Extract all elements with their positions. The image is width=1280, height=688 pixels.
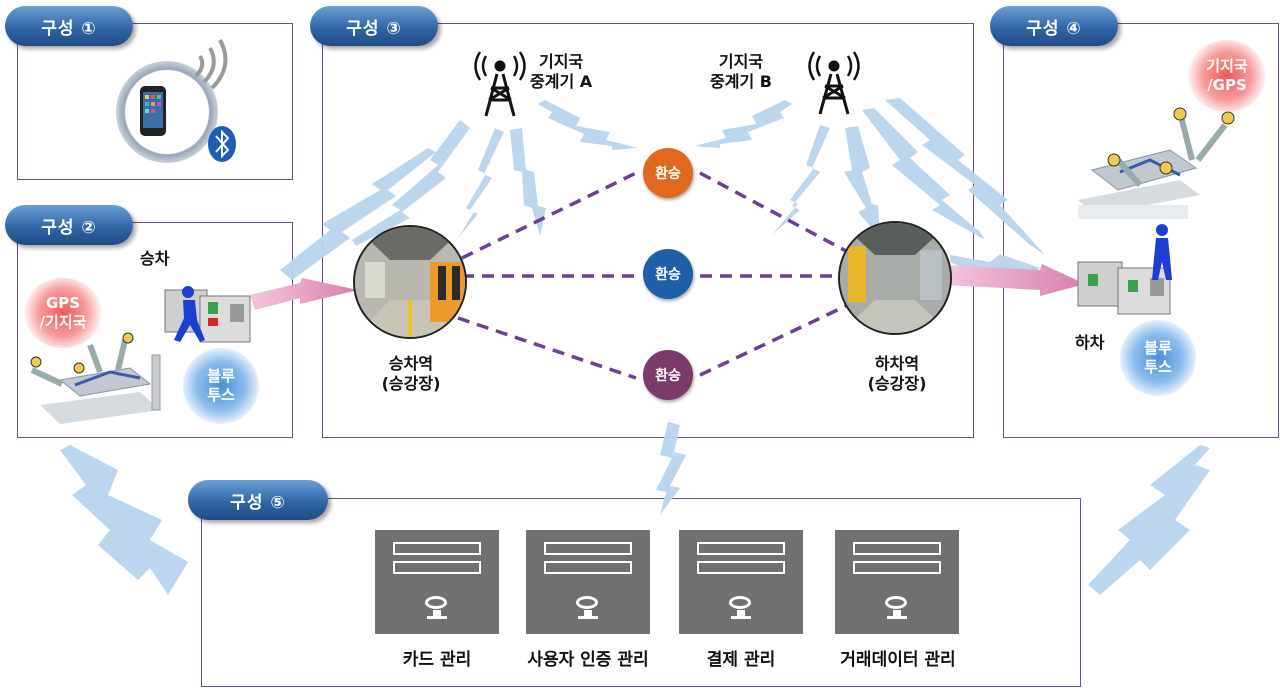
section-5-tab: 구성 ⑤: [188, 480, 328, 520]
server-transaction-data-management: [835, 530, 959, 634]
tower-a-label: 기지국 중계기 A: [530, 52, 593, 91]
cell-gps-badge-label: 기지국 /GPS: [1206, 57, 1248, 94]
lightning-s2-to-s5: [60, 445, 188, 595]
antenna-tower-b-icon: [808, 51, 860, 115]
tower-b-label: 기지국 중계기 B: [710, 52, 772, 91]
server-card-management-label: 카드 관리: [402, 650, 472, 670]
server-card-management: [375, 530, 499, 634]
dashed-routes: [457, 171, 849, 380]
lightning-a-down: [510, 128, 546, 236]
lightning-a-left-1: [352, 120, 470, 246]
alighting-station-photo: [838, 221, 952, 335]
antenna-tower-a-icon: [474, 51, 526, 117]
boarding-station-label: 승차역 (승강장): [381, 354, 441, 393]
lightning-s1-to-s3: [280, 148, 436, 280]
boarding-station-photo: [353, 225, 467, 339]
lightning-a-left-2: [458, 128, 504, 238]
turnstile-gate-alighting-icon: [1077, 224, 1172, 315]
lightning-s3-to-s5: [656, 422, 686, 515]
smartphone-icon: [116, 61, 218, 163]
boarding-label: 승차: [140, 249, 170, 268]
section-1-tab: 구성 ①: [5, 6, 133, 46]
section-2-tab: 구성 ②: [5, 205, 133, 245]
lightning-b-down-left: [772, 125, 830, 235]
lightning-b-right-2: [885, 98, 1045, 255]
bluetooth-badge-alighting: 블루 투스: [1120, 320, 1196, 396]
lightning-b-right-1: [862, 108, 985, 240]
server-user-auth-management-label: 사용자 인증 관리: [527, 650, 649, 670]
server-transaction-data-management-label: 거래데이터 관리: [840, 650, 956, 670]
turnstile-gate-boarding-icon: [164, 286, 251, 343]
section-4-tab: 구성 ④: [990, 6, 1118, 46]
lightning-s4-to-s5: [1088, 445, 1210, 595]
transfer-badge-bottom: 환승: [643, 350, 693, 400]
lightning-a-right: [538, 100, 638, 150]
lightning-b-left: [694, 100, 792, 148]
gps-cell-badge: GPS /기지국: [24, 278, 102, 348]
bluetooth-badge-boarding-label: 블루 투스: [207, 367, 235, 404]
lightning-b-down: [844, 126, 880, 238]
cell-gps-badge: 기지국 /GPS: [1188, 40, 1266, 112]
gps-cell-badge-label: GPS /기지국: [39, 294, 87, 331]
wifi-signal-icon: [194, 39, 228, 90]
alighting-arrow: [945, 264, 1085, 296]
bluetooth-badge-alighting-label: 블루 투스: [1144, 339, 1172, 376]
transfer-badge-top: 환승: [643, 148, 693, 198]
bluetooth-icon: [208, 126, 236, 162]
station-map-alighting: [1078, 107, 1235, 219]
server-payment-management: [679, 530, 803, 634]
lightning-bolts: [60, 98, 1210, 595]
bluetooth-badge-boarding: 블루 투스: [183, 348, 259, 424]
section-3-tab: 구성 ③: [310, 6, 438, 46]
boarding-arrow: [250, 278, 358, 310]
server-user-auth-management: [526, 530, 650, 634]
alighting-label: 하차: [1075, 333, 1105, 352]
alighting-station-label: 하차역 (승강장): [867, 354, 927, 393]
server-payment-management-label: 결제 관리: [706, 650, 776, 670]
transfer-badge-middle: 환승: [643, 249, 693, 299]
station-map-boarding: [30, 332, 161, 424]
